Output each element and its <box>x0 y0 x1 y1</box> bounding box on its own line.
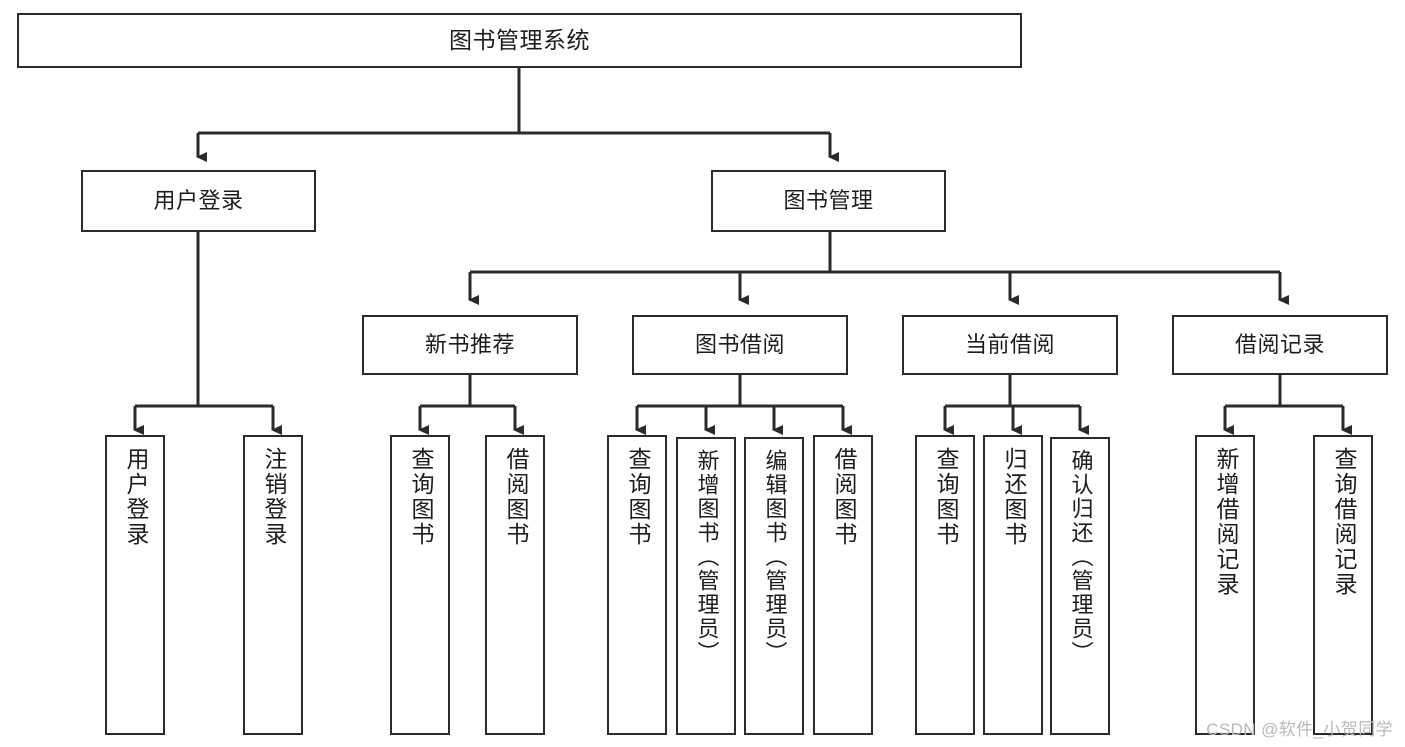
node-label: 图书借阅 <box>694 332 785 358</box>
node-label: 查询图书 <box>624 447 651 547</box>
node-leaf-borrow-book-2[interactable]: 借阅图书 <box>813 435 873 735</box>
node-label: 新增借阅记录 <box>1212 447 1239 597</box>
node-leaf-add-book-admin[interactable]: 新增图书（管理员） <box>676 437 736 735</box>
node-current-borrow[interactable]: 当前借阅 <box>902 315 1118 375</box>
node-book-borrow[interactable]: 图书借阅 <box>632 315 848 375</box>
node-label: 借阅图书 <box>830 447 857 547</box>
node-label: 查询图书 <box>932 447 959 547</box>
node-label: 查询借阅记录 <box>1330 447 1357 597</box>
node-new-book-recommend[interactable]: 新书推荐 <box>362 315 578 375</box>
node-label: 查询图书 <box>407 447 434 547</box>
node-label: 当前借阅 <box>964 332 1055 358</box>
node-label: 归还图书 <box>1000 447 1027 547</box>
node-leaf-query-book-2[interactable]: 查询图书 <box>607 435 667 735</box>
node-leaf-query-book-1[interactable]: 查询图书 <box>390 435 450 735</box>
node-leaf-user-login[interactable]: 用户登录 <box>105 435 165 735</box>
node-user-login[interactable]: 用户登录 <box>81 170 316 232</box>
node-leaf-confirm-return-admin[interactable]: 确认归还（管理员） <box>1050 437 1110 735</box>
node-label: 编辑图书（管理员） <box>762 449 788 665</box>
node-leaf-query-borrow-record[interactable]: 查询借阅记录 <box>1313 435 1373 735</box>
node-leaf-edit-book-admin[interactable]: 编辑图书（管理员） <box>744 437 804 735</box>
node-label: 注销登录 <box>260 447 287 547</box>
node-label: 确认归还（管理员） <box>1068 449 1094 665</box>
node-label: 新增图书（管理员） <box>694 449 720 665</box>
node-label: 用户登录 <box>122 447 149 547</box>
watermark-text: CSDN @软件_小贺同学 <box>1206 720 1393 739</box>
node-leaf-query-book-3[interactable]: 查询图书 <box>915 435 975 735</box>
node-leaf-add-borrow-record[interactable]: 新增借阅记录 <box>1195 435 1255 735</box>
node-label: 新书推荐 <box>424 332 515 358</box>
node-leaf-return-book[interactable]: 归还图书 <box>983 435 1043 735</box>
node-leaf-borrow-book-1[interactable]: 借阅图书 <box>485 435 545 735</box>
node-label: 用户登录 <box>153 188 244 214</box>
node-book-manage[interactable]: 图书管理 <box>711 170 946 232</box>
node-label: 借阅记录 <box>1234 332 1325 358</box>
node-root-system[interactable]: 图书管理系统 <box>17 13 1022 68</box>
node-label: 图书管理 <box>783 188 874 214</box>
node-label: 借阅图书 <box>502 447 529 547</box>
node-label: 图书管理系统 <box>449 26 590 53</box>
node-leaf-logout-login[interactable]: 注销登录 <box>243 435 303 735</box>
node-borrow-record[interactable]: 借阅记录 <box>1172 315 1388 375</box>
